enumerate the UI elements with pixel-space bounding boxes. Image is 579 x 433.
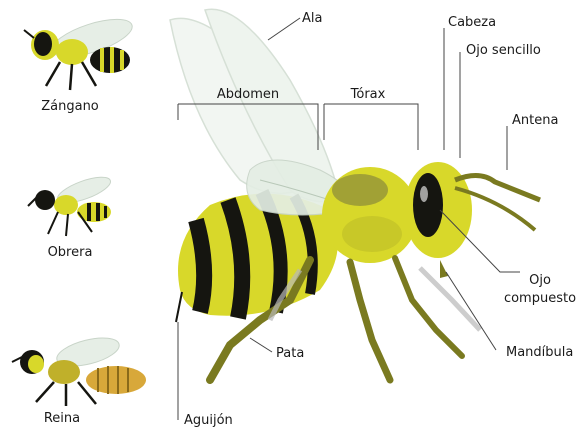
label-ojo-compuesto-2: compuesto — [504, 291, 576, 306]
main-bee-illustration — [170, 9, 540, 380]
leader-mandibula — [446, 272, 496, 350]
label-pata: Pata — [276, 346, 304, 361]
caste-label-zangano: Zángano — [41, 99, 99, 114]
leader-pata — [250, 338, 272, 352]
queen-bee-illustration — [12, 333, 146, 406]
label-antena: Antena — [512, 113, 558, 128]
label-ojo-sencillo: Ojo sencillo — [466, 43, 541, 58]
label-aguijon: Aguijón — [184, 413, 233, 428]
label-ala: Ala — [302, 11, 322, 26]
leader-ala — [268, 18, 300, 40]
label-abdomen: Abdomen — [217, 87, 279, 102]
front-leg — [395, 258, 462, 356]
caste-label-obrera: Obrera — [48, 245, 93, 260]
worker-bee-illustration — [28, 172, 113, 236]
drone-bee-illustration — [24, 12, 136, 90]
label-mandibula: Mandíbula — [506, 345, 573, 360]
middle-leg — [350, 262, 390, 380]
label-ojo-compuesto-1: Ojo — [529, 273, 551, 288]
label-cabeza: Cabeza — [448, 15, 496, 30]
bracket-torax — [324, 104, 418, 150]
label-torax: Tórax — [350, 87, 386, 102]
caste-label-reina: Reina — [44, 411, 80, 426]
